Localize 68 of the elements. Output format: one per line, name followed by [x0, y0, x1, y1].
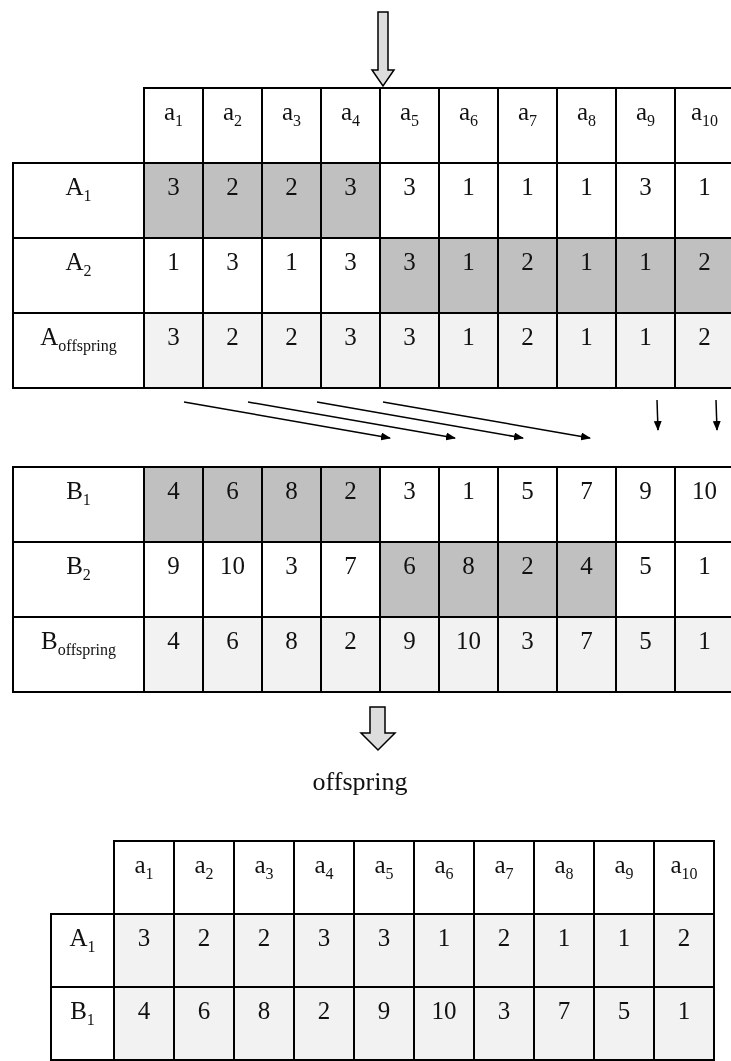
gene-value: 5 [615, 616, 676, 693]
gene-value: 2 [173, 913, 235, 988]
gene-value: 1 [615, 237, 676, 314]
gene-value: 10 [413, 986, 475, 1061]
gene-header: a$_{1}$ [143, 87, 204, 164]
gene-value: 6 [173, 986, 235, 1061]
gene-value: 6 [202, 616, 263, 693]
gene-value: 7 [533, 986, 595, 1061]
gene-value: 9 [379, 616, 440, 693]
gene-value: 1 [674, 616, 731, 693]
caption-text: offspring [311, 767, 409, 797]
gene-value: 1 [438, 312, 499, 389]
gene-value: 3 [379, 312, 440, 389]
chromosome-label: A$_{1}$ [50, 913, 115, 988]
gene-value: 2 [261, 162, 322, 239]
gene-value: 3 [320, 162, 381, 239]
chromosome-label: A$_{1}$ [12, 162, 145, 239]
gene-value: 6 [379, 541, 440, 618]
chromosome-label: B$_{offspring}$ [12, 616, 145, 693]
gene-value: 1 [413, 913, 475, 988]
gene-value: 3 [473, 986, 535, 1061]
gene-value: 3 [143, 312, 204, 389]
gene-value: 5 [593, 986, 655, 1061]
gene-value: 3 [293, 913, 355, 988]
gene-value: 7 [556, 616, 617, 693]
gene-value: 4 [556, 541, 617, 618]
gene-value: 3 [320, 312, 381, 389]
gene-value: 3 [497, 616, 558, 693]
gene-value: 4 [143, 466, 204, 543]
gene-value: 2 [261, 312, 322, 389]
gene-value: 3 [143, 162, 204, 239]
gene-value: 1 [533, 913, 595, 988]
gene-value: 2 [320, 616, 381, 693]
gene-value: 3 [113, 913, 175, 988]
gene-value: 2 [233, 913, 295, 988]
gene-header: a$_{1}$ [113, 840, 175, 915]
gene-value: 2 [473, 913, 535, 988]
chromosome-label: A$_{offspring}$ [12, 312, 145, 389]
gene-value: 2 [674, 237, 731, 314]
gene-value: 2 [497, 237, 558, 314]
gene-value: 3 [353, 913, 415, 988]
gene-value: 2 [202, 162, 263, 239]
gene-value: 10 [438, 616, 499, 693]
gene-value: 2 [293, 986, 355, 1061]
gene-value: 2 [653, 913, 715, 988]
gene-value: 1 [556, 237, 617, 314]
gene-value: 8 [233, 986, 295, 1061]
gene-value: 1 [556, 312, 617, 389]
gene-value: 1 [593, 913, 655, 988]
gene-value: 1 [653, 986, 715, 1061]
gene-value: 8 [261, 616, 322, 693]
gene-value: 2 [497, 312, 558, 389]
chromosome-label: B$_{1}$ [12, 466, 145, 543]
gene-value: 1 [615, 312, 676, 389]
gene-value: 8 [261, 466, 322, 543]
gene-value: 3 [379, 237, 440, 314]
gene-value: 2 [202, 312, 263, 389]
gene-value: 9 [353, 986, 415, 1061]
gene-value: 1 [438, 237, 499, 314]
gene-value: 2 [674, 312, 731, 389]
gene-value: 8 [438, 541, 499, 618]
gene-value: 2 [320, 466, 381, 543]
gene-value: 4 [143, 616, 204, 693]
chromosome-label: B$_{1}$ [50, 986, 115, 1061]
gene-header: a$_{10}$ [653, 840, 715, 915]
gene-value: 2 [497, 541, 558, 618]
gene-value: 4 [113, 986, 175, 1061]
gene-value: 6 [202, 466, 263, 543]
